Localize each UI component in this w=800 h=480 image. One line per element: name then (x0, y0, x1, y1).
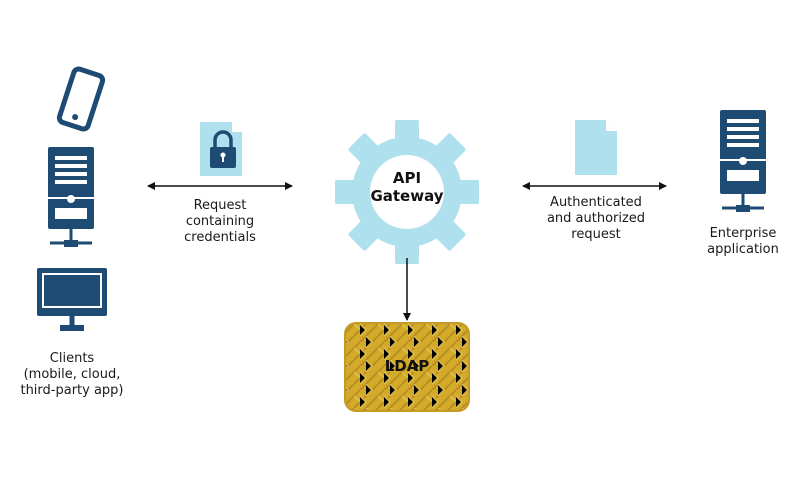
api-gateway-label: API Gateway (370, 169, 444, 205)
gear-icon (335, 120, 479, 264)
request-label: Request containing credentials (184, 198, 256, 245)
locked-document-icon (200, 122, 242, 176)
enterprise-server-icon (720, 110, 766, 212)
clients-label: Clients (mobile, cloud, third-party app) (20, 351, 124, 398)
document-icon (575, 120, 617, 175)
authenticated-label: Authenticated and authorized request (546, 195, 646, 242)
enterprise-label: Enterprise application (707, 226, 779, 257)
ldap-label: LDAP (384, 357, 430, 375)
mobile-phone-icon (56, 66, 106, 132)
ldap-block-icon (344, 322, 470, 412)
desktop-monitor-icon (37, 268, 107, 331)
server-tower-icon (48, 147, 94, 247)
